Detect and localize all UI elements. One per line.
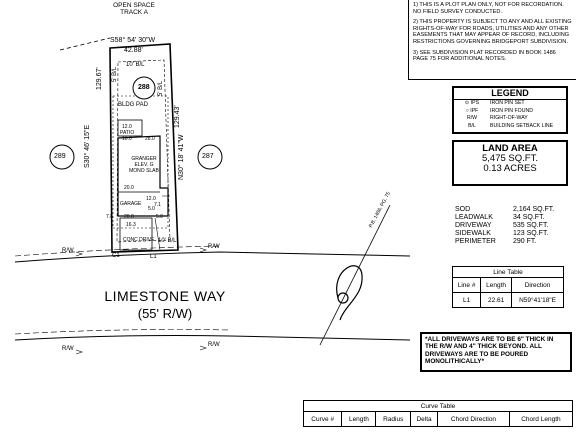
dim-12b: 12.0 bbox=[146, 196, 156, 202]
curve-table-header: Delta bbox=[410, 411, 439, 427]
dim-12: 12.0 bbox=[122, 124, 132, 130]
notes-panel: 1) THIS IS A PLOT PLAN ONLY, NOT FOR REC… bbox=[408, 0, 576, 80]
line-table-header: Line # bbox=[451, 277, 482, 293]
line-l1-label: L1 bbox=[150, 254, 157, 260]
line-table: Line Table Line # Length Direction L1 22… bbox=[451, 266, 564, 308]
dim-5: 5.0 bbox=[148, 206, 155, 212]
lot-boundary bbox=[109, 43, 179, 253]
land-area-box: LAND AREA 5,475 SQ.FT. 0.13 ACRES bbox=[452, 140, 568, 186]
dim-10: 10.0 bbox=[122, 136, 132, 142]
lot-289-number: 289 bbox=[54, 153, 66, 160]
line-table-header: Length bbox=[480, 277, 513, 293]
patio-label: PATIO bbox=[120, 130, 135, 136]
rw-label-2: R/W bbox=[208, 244, 220, 250]
curve-table-header: Length bbox=[341, 411, 377, 427]
land-area-acres: 0.13 ACRES bbox=[483, 163, 537, 174]
driveway-note: *ALL DRIVEWAYS ARE TO BE 6" THICK IN THE… bbox=[420, 332, 572, 372]
right-distance: 129.43' bbox=[174, 105, 181, 128]
left-bearing: S30° 46' 15"E bbox=[84, 124, 91, 168]
land-area-title: LAND AREA bbox=[482, 143, 538, 154]
dim-28: 28.0 bbox=[145, 136, 155, 142]
curve-table-title: Curve Table bbox=[303, 400, 573, 412]
bldg-pad-label: BLDG PAD bbox=[118, 102, 148, 108]
dim-7-8: 7.8 bbox=[106, 214, 113, 220]
curve-table-header: Curve # bbox=[302, 411, 343, 427]
north-arrow-icon bbox=[319, 204, 391, 346]
driveway bbox=[119, 217, 153, 251]
dim-20b: 20.0 bbox=[124, 214, 134, 220]
rear-setback: 10' B/L bbox=[126, 62, 145, 68]
line-table-title: Line Table bbox=[452, 266, 564, 278]
front-setback: 10' B/L bbox=[158, 238, 177, 244]
note-2: 2) THIS PROPERTY IS SUBJECT TO ANY AND A… bbox=[413, 19, 572, 45]
lot-289-circle bbox=[49, 144, 75, 170]
dim-5b: 5.0 bbox=[156, 214, 163, 220]
rw-label-4: R/W bbox=[208, 342, 220, 348]
note-1: 1) THIS IS A PLOT PLAN ONLY, NOT FOR REC… bbox=[413, 2, 564, 15]
note-3: 3) SEE SUBDIVISION PLAT RECORDED IN BOOK… bbox=[413, 49, 556, 63]
plat-drawing bbox=[14, 37, 410, 355]
curve-table-header: Chord Direction bbox=[437, 411, 510, 427]
curve-table-header: Chord Length bbox=[508, 411, 574, 427]
curve-table: Curve Table Curve # Length Radius Delta … bbox=[302, 400, 574, 427]
house-footprint bbox=[117, 135, 169, 217]
dim-7-1: 7.1 bbox=[154, 202, 161, 208]
left-distance: 129.67' bbox=[96, 67, 103, 90]
left-side-setback: 5' B/L bbox=[112, 66, 118, 82]
right-side-setback: 5' B/L bbox=[158, 80, 164, 96]
dim-20a: 20.0 bbox=[124, 185, 134, 191]
top-bearing: S58° 54' 30"W bbox=[110, 37, 156, 44]
lot-287-circle bbox=[197, 144, 223, 170]
lot-288-circle bbox=[132, 76, 156, 100]
legend-title: LEGEND bbox=[454, 88, 566, 100]
curve-table-header: Radius bbox=[375, 411, 412, 427]
right-bearing: N30° 18' 41"W bbox=[178, 134, 185, 180]
curve-c1-label: C1 bbox=[112, 253, 120, 259]
iron-pin-set-icon: ⊙ bbox=[464, 100, 471, 106]
garage-label: GARAGE bbox=[120, 201, 142, 207]
street-row-width: (55' R/W) bbox=[137, 306, 193, 321]
land-area-sqft: 5,475 SQ.FT. bbox=[482, 153, 538, 164]
lot-287-number: 287 bbox=[202, 153, 214, 160]
lot-288-number: 288 bbox=[138, 84, 150, 91]
rw-label-3: R/W bbox=[62, 346, 74, 352]
table-row: L1 22.61 N59°41'18"E bbox=[451, 292, 564, 308]
dim-16-3: 16.3 bbox=[126, 222, 136, 228]
iron-pin-found-icon: ○ bbox=[465, 107, 471, 114]
line-table-header: Direction bbox=[511, 277, 564, 293]
street-name: LIMESTONE WAY bbox=[104, 288, 226, 304]
rw-label-1: R/W bbox=[62, 248, 74, 254]
concrete-drive-label: CONC DRIVE bbox=[123, 237, 155, 243]
top-distance: 42.88' bbox=[124, 47, 143, 54]
